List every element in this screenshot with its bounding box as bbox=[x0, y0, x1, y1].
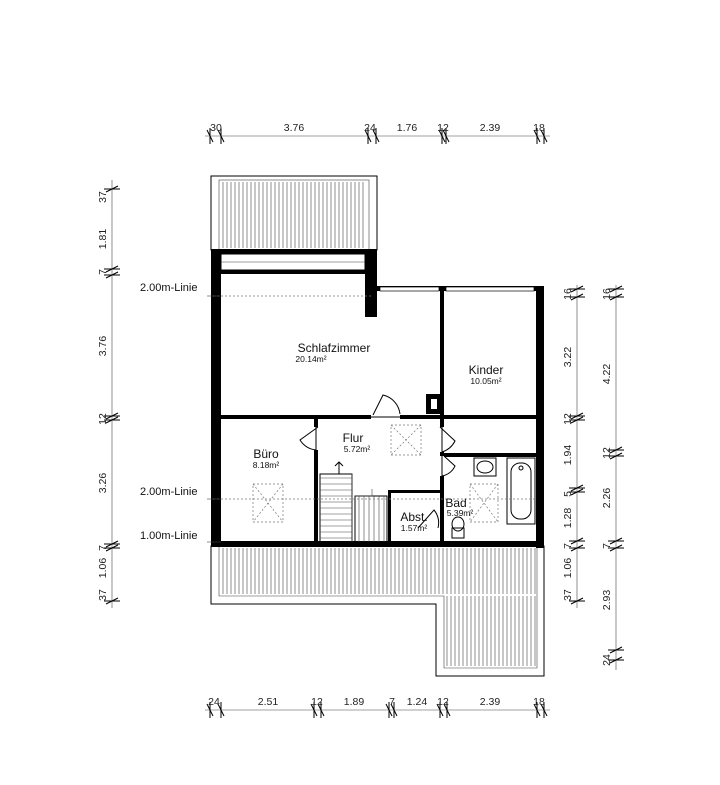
dim-bottom-9: 18 bbox=[533, 696, 545, 708]
room-kinder-name: Kinder bbox=[469, 363, 504, 377]
dim-right-inner-6: 1.28 bbox=[562, 508, 574, 529]
dim-right-outer-1: 16 bbox=[601, 288, 613, 300]
height-line-label-2: 2.00m-Linie bbox=[140, 486, 197, 498]
dim-top-5: 12 bbox=[437, 122, 449, 134]
left-dimension-chain: 37 1.81 7 3.76 12 3.26 7 1.06 37 bbox=[97, 180, 120, 608]
dim-top-6: 2.39 bbox=[480, 122, 501, 134]
dim-top-7: 18 bbox=[533, 122, 545, 134]
windows bbox=[220, 253, 535, 292]
room-labels: Schlafzimmer 20.14m² Kinder 10.05m² Büro… bbox=[253, 341, 504, 533]
dim-bottom-8: 2.39 bbox=[480, 696, 501, 708]
room-kinder-area: 10.05m² bbox=[470, 376, 501, 386]
staircase bbox=[319, 461, 388, 543]
toilet bbox=[451, 516, 465, 539]
dim-right-inner-4: 1.94 bbox=[562, 445, 574, 466]
dim-right-inner-8: 1.06 bbox=[562, 558, 574, 579]
doors bbox=[299, 394, 456, 529]
room-abst-area: 1.57m² bbox=[401, 523, 428, 533]
bathroom-fixtures bbox=[451, 457, 536, 539]
dim-right-inner-3: 12 bbox=[562, 413, 574, 425]
room-buero-area: 8.18m² bbox=[253, 460, 280, 470]
dim-bottom-5: 7 bbox=[389, 696, 395, 708]
dim-right-inner-1: 16 bbox=[562, 288, 574, 300]
bathtub bbox=[506, 457, 536, 525]
dim-bottom-2: 2.51 bbox=[258, 696, 279, 708]
dim-right-outer-3: 12 bbox=[601, 447, 613, 459]
dim-right-inner-9: 37 bbox=[562, 589, 574, 601]
skylight-bad bbox=[469, 483, 499, 523]
dim-right-outer-4: 2.26 bbox=[601, 488, 613, 509]
bottom-dimension-chain: 24 2.51 12 1.89 7 1.24 12 2.39 18 bbox=[205, 696, 550, 718]
height-line-label-1: 2.00m-Linie bbox=[140, 282, 197, 294]
dim-right-outer-6: 2.93 bbox=[601, 590, 613, 611]
exterior-walls bbox=[211, 249, 544, 548]
dim-right-outer-2: 4.22 bbox=[601, 364, 613, 385]
room-flur-area: 5.72m² bbox=[344, 444, 371, 454]
dim-left-2: 1.81 bbox=[97, 229, 109, 250]
balcony-bottom bbox=[210, 545, 545, 677]
room-bad-area: 5.39m² bbox=[447, 508, 474, 518]
room-abst-name: Abst. bbox=[400, 510, 427, 524]
washbasin bbox=[473, 457, 497, 477]
dim-bottom-6: 1.24 bbox=[407, 696, 428, 708]
dim-bottom-7: 12 bbox=[437, 696, 449, 708]
dim-top-3: 24 bbox=[364, 122, 376, 134]
room-buero-name: Büro bbox=[253, 447, 279, 461]
dim-right-inner-5: 5 bbox=[562, 491, 574, 497]
interior-walls bbox=[221, 291, 536, 542]
dim-top-4: 1.76 bbox=[397, 122, 418, 134]
skylight-buero bbox=[252, 483, 284, 523]
dim-left-7: 7 bbox=[97, 545, 109, 551]
dim-right-inner-7: 7 bbox=[562, 543, 574, 549]
room-schlafzimmer-area: 20.14m² bbox=[295, 354, 326, 364]
skylights bbox=[252, 424, 499, 523]
dim-bottom-3: 12 bbox=[311, 696, 323, 708]
dim-right-outer-7: 24 bbox=[601, 654, 613, 666]
dim-left-1: 37 bbox=[97, 191, 109, 203]
dim-left-5: 12 bbox=[97, 413, 109, 425]
dim-bottom-1: 24 bbox=[208, 696, 220, 708]
top-dimension-chain: 30 3.76 24 1.76 12 2.39 18 bbox=[205, 122, 550, 144]
dim-right-inner-2: 3.22 bbox=[562, 347, 574, 368]
right-outer-dimension-chain: 16 4.22 12 2.26 7 2.93 24 bbox=[601, 285, 624, 670]
dim-right-outer-5: 7 bbox=[601, 543, 613, 549]
room-schlafzimmer-name: Schlafzimmer bbox=[298, 341, 371, 355]
balcony-top bbox=[210, 175, 378, 251]
room-bad-name: Bad bbox=[445, 496, 466, 510]
dim-top-2: 3.76 bbox=[284, 122, 305, 134]
dim-left-8: 1.06 bbox=[97, 558, 109, 579]
skylight-flur bbox=[390, 424, 422, 456]
dim-left-3: 7 bbox=[97, 269, 109, 275]
dim-left-9: 37 bbox=[97, 589, 109, 601]
room-flur-name: Flur bbox=[343, 431, 364, 445]
dim-left-4: 3.76 bbox=[97, 336, 109, 357]
right-inner-dimension-chain: 16 3.22 12 1.94 5 1.28 7 1.06 37 bbox=[562, 285, 585, 608]
height-lines: 2.00m-Linie 2.00m-Linie 1.00m-Linie bbox=[140, 282, 536, 543]
dim-left-6: 3.26 bbox=[97, 473, 109, 494]
dim-top-1: 30 bbox=[210, 122, 222, 134]
height-line-label-3: 1.00m-Linie bbox=[140, 530, 197, 542]
dim-bottom-4: 1.89 bbox=[344, 696, 365, 708]
